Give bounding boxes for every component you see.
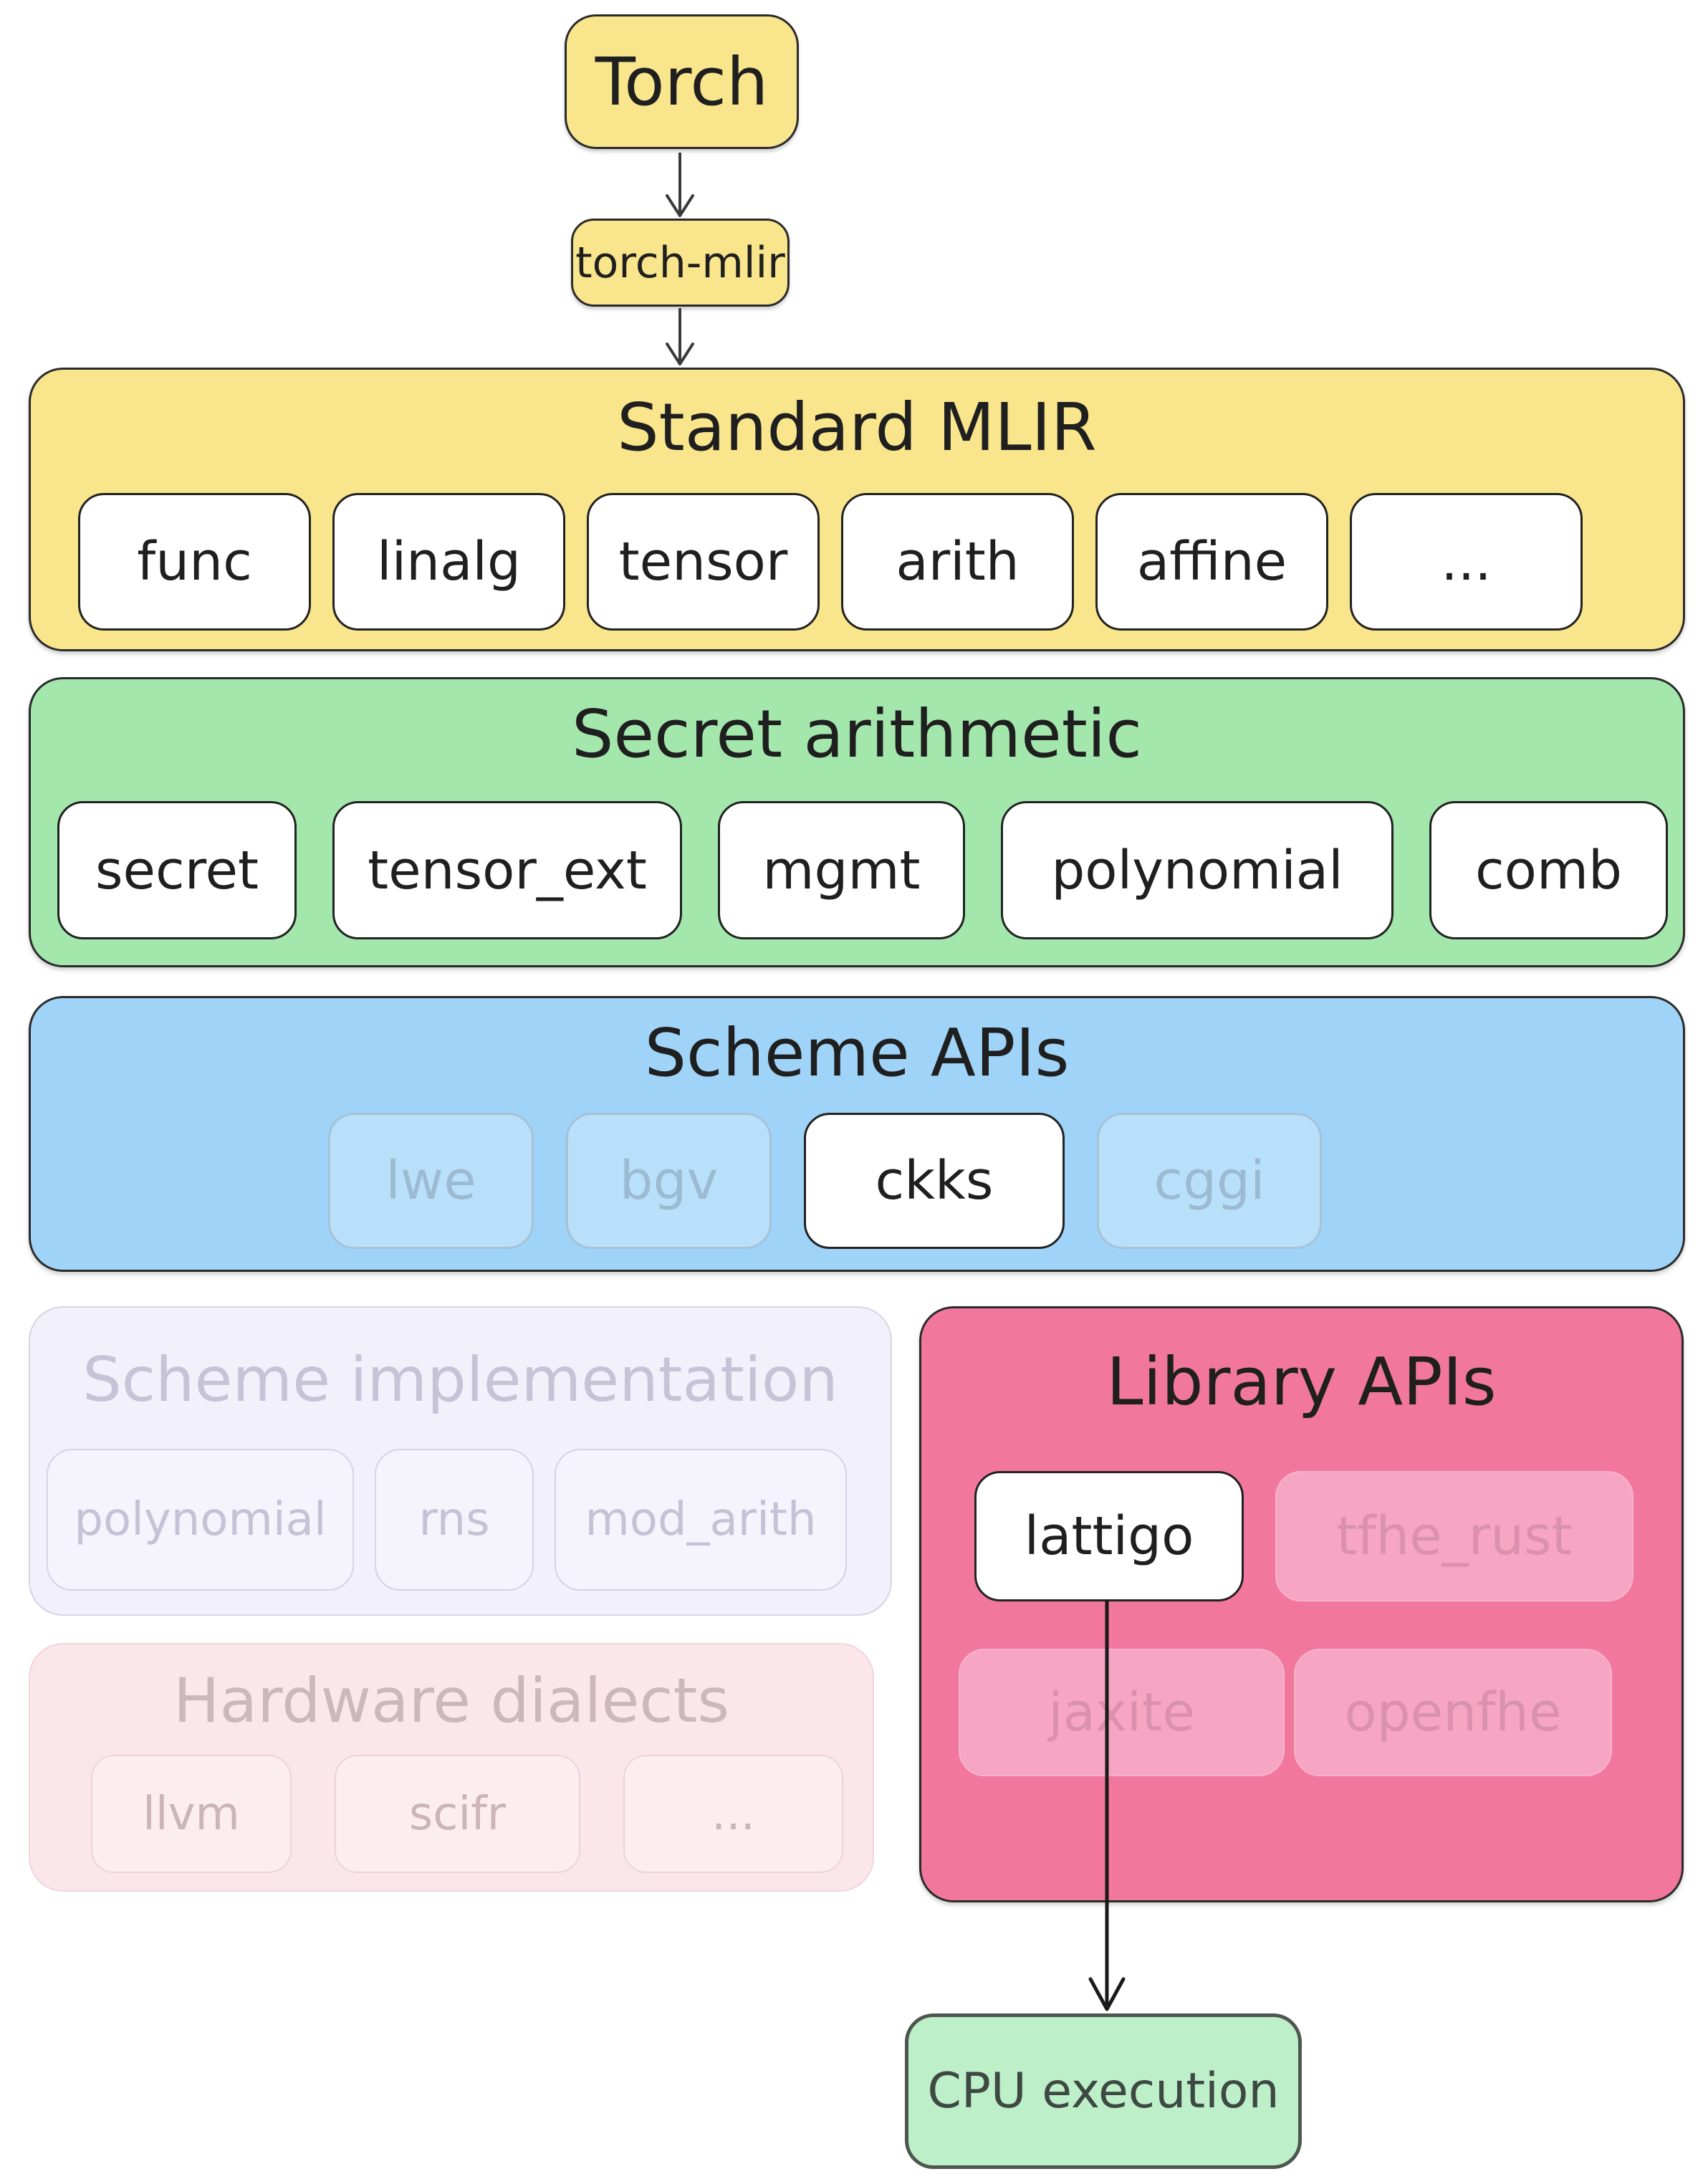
library-chip-jaxite: jaxite xyxy=(959,1649,1285,1776)
library-chip-lattigo-active: lattigo xyxy=(974,1471,1244,1601)
dialect-chip-comb: comb xyxy=(1429,801,1668,939)
dialect-chip-cggi: cggi xyxy=(1097,1113,1322,1249)
torch-mlir-label: torch-mlir xyxy=(575,237,785,288)
dialect-chip-llvm: llvm xyxy=(91,1755,292,1873)
library-chip-openfhe: openfhe xyxy=(1294,1649,1612,1776)
library-apis-row-1: lattigo tfhe_rust xyxy=(921,1471,1682,1601)
secret-arithmetic-title: Secret arithmetic xyxy=(572,696,1142,772)
dialect-chip-arith: arith xyxy=(841,493,1074,631)
arrow-lattigo-to-cpu xyxy=(1077,1599,1137,2013)
dialect-chip-tensor: tensor xyxy=(587,493,820,631)
hardware-dialects-dialect-row: llvm scifr ... xyxy=(30,1755,873,1873)
arrow-torchmlir-to-standardmlir xyxy=(658,308,701,367)
dialect-chip-scifr: scifr xyxy=(335,1755,580,1873)
torch-mlir-node: torch-mlir xyxy=(571,219,790,307)
cpu-execution-node: CPU execution xyxy=(905,2013,1302,2169)
library-apis-title: Library APIs xyxy=(1106,1344,1497,1420)
dialect-chip-ckks-active: ckks xyxy=(804,1113,1065,1249)
section-scheme-implementation: Scheme implementation polynomial rns mod… xyxy=(29,1306,892,1616)
dialect-chip-func: func xyxy=(78,493,311,631)
arrow-torch-to-torchmlir xyxy=(658,153,701,219)
section-standard-mlir: Standard MLIR func linalg tensor arith a… xyxy=(29,368,1685,651)
hardware-dialects-title: Hardware dialects xyxy=(173,1665,730,1737)
dialect-chip-impl-polynomial: polynomial xyxy=(47,1449,354,1591)
cpu-execution-label: CPU execution xyxy=(927,2063,1280,2120)
scheme-implementation-title: Scheme implementation xyxy=(82,1344,838,1416)
section-library-apis: Library APIs lattigo tfhe_rust jaxite op… xyxy=(919,1306,1684,1902)
dialect-chip-secret: secret xyxy=(57,801,297,939)
section-secret-arithmetic: Secret arithmetic secret tensor_ext mgmt… xyxy=(29,677,1685,967)
dialect-chip-affine: affine xyxy=(1095,493,1328,631)
dialect-chip-lwe: lwe xyxy=(328,1113,534,1249)
dialect-chip-linalg: linalg xyxy=(332,493,565,631)
dialect-chip-hw-ellipsis: ... xyxy=(623,1755,843,1873)
library-apis-row-2: jaxite openfhe xyxy=(921,1649,1682,1776)
dialect-chip-rns: rns xyxy=(375,1449,534,1591)
dialect-chip-bgv: bgv xyxy=(566,1113,772,1249)
dialect-chip-mod-arith: mod_arith xyxy=(555,1449,847,1591)
scheme-implementation-dialect-row: polynomial rns mod_arith xyxy=(30,1449,891,1591)
dialect-chip-mgmt: mgmt xyxy=(718,801,965,939)
scheme-apis-title: Scheme APIs xyxy=(644,1015,1070,1091)
scheme-apis-dialect-row: lwe bgv ckks cggi xyxy=(31,1113,1683,1249)
dialect-chip-tensor-ext: tensor_ext xyxy=(332,801,682,939)
standard-mlir-dialect-row: func linalg tensor arith affine ... xyxy=(31,493,1683,631)
section-scheme-apis: Scheme APIs lwe bgv ckks cggi xyxy=(29,996,1685,1272)
secret-arithmetic-dialect-row: secret tensor_ext mgmt polynomial comb xyxy=(31,801,1683,939)
library-chip-tfhe-rust: tfhe_rust xyxy=(1275,1471,1634,1601)
dialect-chip-polynomial: polynomial xyxy=(1001,801,1393,939)
torch-label: Torch xyxy=(595,43,769,120)
dialect-chip-ellipsis: ... xyxy=(1350,493,1583,631)
standard-mlir-title: Standard MLIR xyxy=(617,389,1097,466)
torch-node: Torch xyxy=(565,14,799,149)
section-hardware-dialects: Hardware dialects llvm scifr ... xyxy=(29,1643,874,1892)
